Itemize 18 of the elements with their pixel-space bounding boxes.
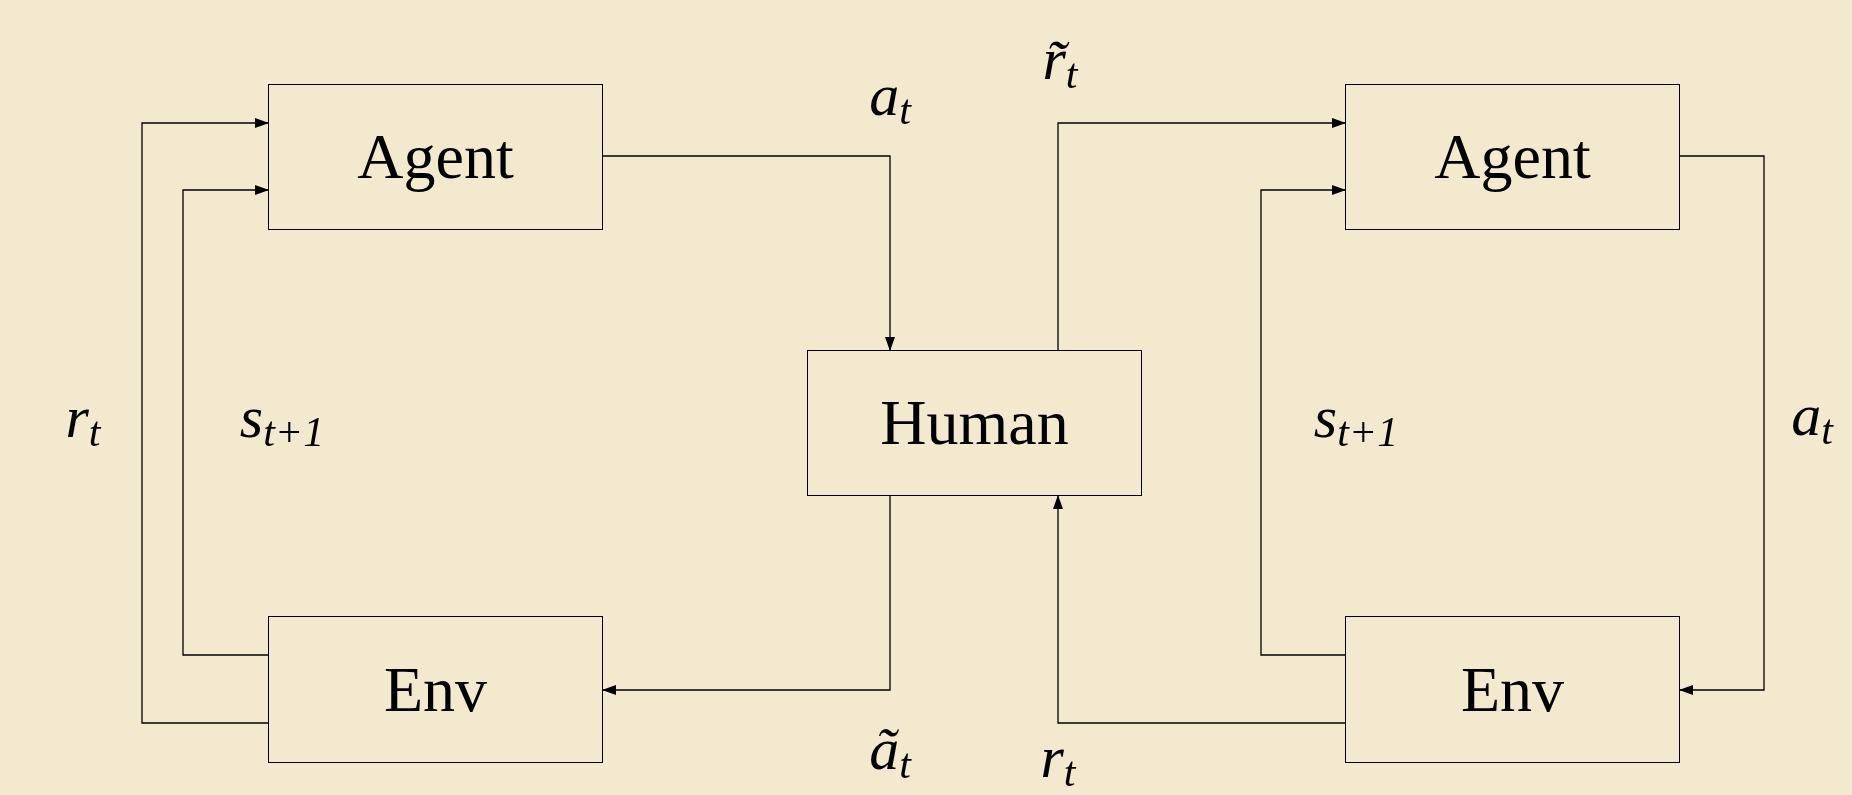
arrow <box>141 118 269 724</box>
process-box <box>268 616 603 763</box>
box-label: Human <box>880 386 1069 460</box>
arrow <box>1057 118 1346 351</box>
arrow <box>602 495 891 695</box>
process-box <box>807 350 1142 496</box>
process-box <box>1345 616 1680 763</box>
box-label: Env <box>1460 652 1565 727</box>
arrow <box>1679 155 1765 695</box>
arrow <box>182 185 269 656</box>
arrow <box>1260 185 1346 656</box>
process-box <box>268 84 603 230</box>
box-label: Agent <box>1434 120 1591 194</box>
process-box <box>1345 84 1680 230</box>
box-label: Agent <box>357 120 514 194</box>
arrow <box>1053 495 1346 724</box>
box-label: Env <box>383 652 488 727</box>
arrow <box>602 155 895 351</box>
